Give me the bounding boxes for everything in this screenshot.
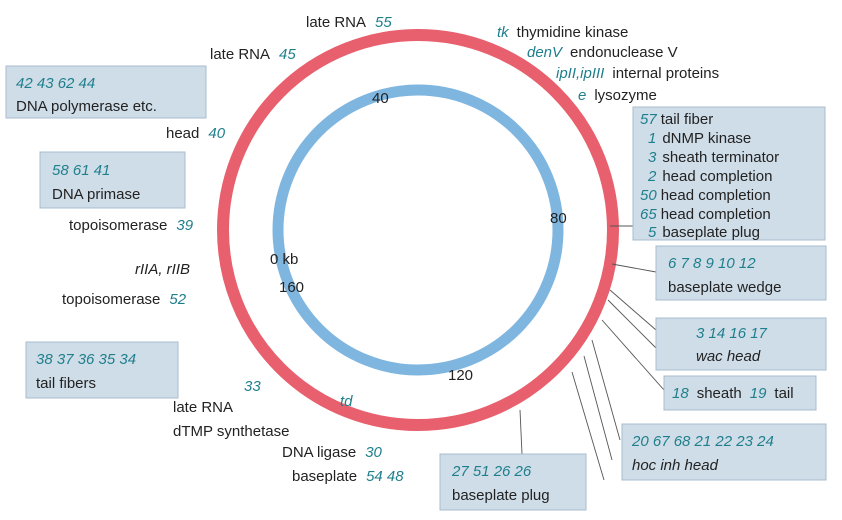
leader-hoc-2	[583, 355, 613, 461]
svg-text:42 43 62 44: 42 43 62 44	[16, 75, 95, 92]
svg-text:tail fibers: tail fibers	[36, 375, 96, 392]
leader-wedge	[611, 263, 657, 273]
svg-text:38 37 36 35 34: 38 37 36 35 34	[36, 351, 136, 368]
svg-text:baseplate wedge: baseplate wedge	[668, 279, 781, 296]
label-baseplate-54-48: baseplate 54 48	[292, 468, 404, 485]
leader-hoc-1	[591, 339, 621, 441]
leader-wac-2	[607, 299, 657, 349]
box-baseplate-plug-bottom: 27 51 26 26 baseplate plug	[439, 453, 587, 511]
label-denv: denV endonuclease V	[527, 44, 678, 61]
label-ipii: ipII,ipIII internal proteins	[556, 65, 719, 82]
box-dna-primase: 58 61 41 DNA primase	[39, 151, 186, 209]
leader-wac-1	[609, 289, 657, 331]
label-e-lysozyme: e lysozyme	[578, 87, 657, 104]
box-sheath-tail: 18 sheath 19 tail	[663, 375, 817, 411]
box-baseplate-wedge: 6 7 8 9 10 12 baseplate wedge	[655, 245, 827, 301]
label-dtmp-synthetase: dTMP synthetase	[173, 423, 289, 440]
leader-hoc-3	[571, 371, 605, 481]
label-late-rna-b: late RNA	[173, 399, 233, 416]
leader-bp-plug	[519, 409, 523, 455]
marker-120kb: 120	[448, 367, 473, 384]
marker-40kb: 40	[372, 90, 389, 107]
marker-80kb: 80	[550, 210, 567, 227]
outer-genetic-ring	[217, 29, 619, 431]
svg-text:DNA primase: DNA primase	[52, 186, 140, 203]
label-late-rna-55: late RNA 55	[306, 14, 392, 31]
svg-text:DNA polymerase etc.: DNA polymerase etc.	[16, 98, 157, 115]
label-topo-52: topoisomerase 52	[62, 291, 187, 308]
label-head-40: head 40	[166, 125, 226, 142]
svg-text:58 61 41: 58 61 41	[52, 162, 110, 179]
label-td: td	[340, 393, 353, 410]
svg-text:18 sheath 19: 18 sheath 19 tail	[672, 385, 794, 402]
svg-text:27 51 26 26: 27 51 26 26	[451, 463, 532, 480]
box-hoc-inh-head: 20 67 68 21 22 23 24 hoc inh head	[621, 423, 827, 481]
svg-text:3 14 16 17: 3 14 16 17	[696, 325, 768, 342]
label-topo-39: topoisomerase 39	[69, 217, 194, 234]
marker-160kb: 160	[279, 279, 304, 296]
svg-text:baseplate plug: baseplate plug	[452, 487, 550, 504]
inner-physical-ring	[272, 84, 564, 376]
box-tail-fibers: 38 37 36 35 34 tail fibers	[25, 341, 179, 399]
svg-text:6 7 8 9 10 12: 6 7 8 9 10 12	[668, 255, 756, 272]
box-wac-head: 3 14 16 17 wac head	[655, 317, 827, 371]
label-tk: tk thymidine kinase	[497, 24, 628, 41]
leader-sheath	[601, 319, 665, 391]
label-33: 33	[244, 378, 261, 395]
marker-0kb: 0 kb	[270, 251, 298, 268]
label-dna-ligase: DNA ligase 30	[282, 444, 383, 461]
svg-text:hoc inh head: hoc inh head	[632, 457, 719, 474]
label-late-rna-45: late RNA 45	[210, 46, 296, 63]
box-dna-polymerase: 42 43 62 44 DNA polymerase etc.	[5, 65, 207, 119]
svg-text:20 67 68 21 22 23 24: 20 67 68 21 22 23 24	[631, 433, 774, 450]
label-rii: rIIA, rIIB	[135, 261, 190, 278]
svg-text:wac head: wac head	[696, 348, 761, 365]
